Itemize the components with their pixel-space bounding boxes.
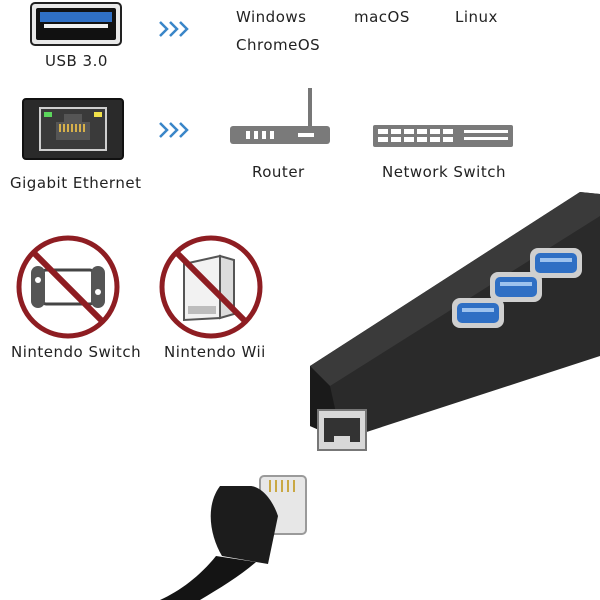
ethernet-port-icon xyxy=(22,98,124,160)
nintendo-switch-icon xyxy=(15,234,121,340)
ethernet-port-label: Gigabit Ethernet xyxy=(10,174,142,192)
chevron-arrows-icon xyxy=(158,121,192,139)
chevron-arrows-icon xyxy=(158,20,192,38)
os-windows: Windows xyxy=(236,8,307,26)
nintendo-wii-label: Nintendo Wii xyxy=(164,343,266,361)
usb-port-icon xyxy=(30,2,122,46)
os-chromeos: ChromeOS xyxy=(236,36,321,54)
usb-hub-product-image xyxy=(160,186,600,600)
network-switch-label: Network Switch xyxy=(382,163,506,181)
os-linux: Linux xyxy=(455,8,498,26)
network-switch-icon xyxy=(372,124,514,148)
router-icon xyxy=(228,86,332,148)
os-macos: macOS xyxy=(354,8,410,26)
router-label: Router xyxy=(252,163,305,181)
nintendo-wii-icon xyxy=(158,234,264,340)
usb-port-label: USB 3.0 xyxy=(45,52,108,70)
nintendo-switch-label: Nintendo Switch xyxy=(11,343,142,361)
